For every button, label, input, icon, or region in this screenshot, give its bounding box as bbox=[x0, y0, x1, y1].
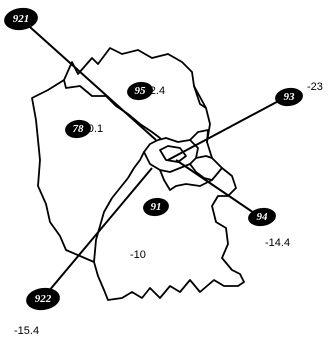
code-label-93: 93 bbox=[284, 91, 296, 103]
badge-94 bbox=[248, 207, 276, 227]
value-label-91: -10 bbox=[130, 249, 146, 261]
border-inner-core bbox=[159, 145, 187, 163]
leader-line-94 bbox=[175, 159, 261, 218]
border-93-95 bbox=[189, 129, 209, 143]
value-label-922: -15.4 bbox=[14, 325, 39, 337]
leader-line-921 bbox=[20, 18, 157, 141]
border-95-east bbox=[193, 85, 207, 109]
badge-78 bbox=[65, 119, 91, 139]
value-label-93: -23 bbox=[307, 81, 323, 93]
badge-93 bbox=[275, 87, 303, 107]
border-center-ring bbox=[143, 137, 199, 173]
code-label-95: 95 bbox=[135, 85, 147, 97]
code-label-78: 78 bbox=[73, 123, 85, 135]
code-label-922: 922 bbox=[35, 293, 52, 305]
badge-922 bbox=[26, 287, 60, 311]
border-93-center bbox=[195, 155, 213, 159]
code-label-94: 94 bbox=[257, 211, 269, 223]
badge-921 bbox=[4, 7, 38, 31]
badge-91 bbox=[143, 197, 169, 217]
border-94-center bbox=[189, 163, 213, 181]
code-label-91: 91 bbox=[151, 201, 162, 213]
badge-95 bbox=[127, 81, 153, 101]
code-label-921: 921 bbox=[13, 13, 30, 25]
border-91-center bbox=[159, 167, 223, 191]
map-outline bbox=[31, 47, 245, 301]
value-label-94: -14.4 bbox=[265, 237, 290, 249]
leader-line-922 bbox=[42, 167, 153, 299]
leader-line-93 bbox=[167, 96, 287, 161]
